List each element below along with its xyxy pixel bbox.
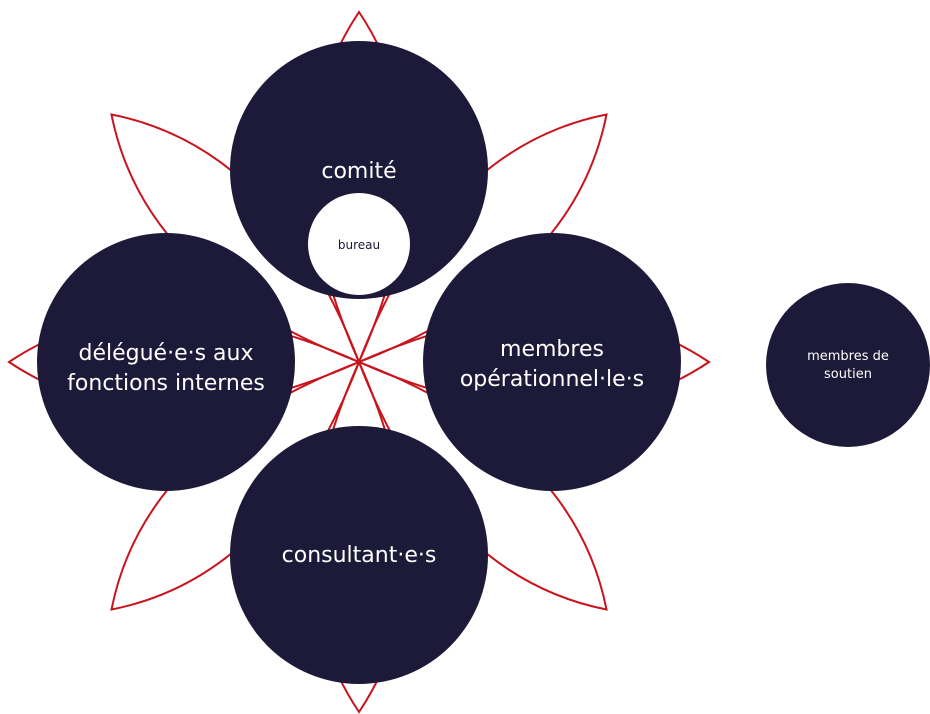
operational-label-line1: membres (500, 337, 604, 362)
consultants-circle (230, 426, 488, 684)
delegates-circle (37, 233, 295, 491)
delegates-label-line1: délégué·e·s aux (78, 341, 253, 366)
delegates-label-line2: fonctions internes (67, 371, 265, 396)
supporters-label-line1: membres de (807, 349, 889, 364)
committee-label: comité (321, 159, 396, 184)
operational-label-line2: opérationnel·le·s (460, 367, 644, 392)
committee-circle (230, 41, 488, 299)
board-circle (308, 193, 410, 295)
board-label: bureau (338, 238, 380, 252)
operational-circle (423, 233, 681, 491)
consultants-label: consultant·e·s (282, 543, 437, 568)
supporters-label-line2: soutien (824, 367, 872, 382)
supporters-circle (766, 283, 930, 447)
